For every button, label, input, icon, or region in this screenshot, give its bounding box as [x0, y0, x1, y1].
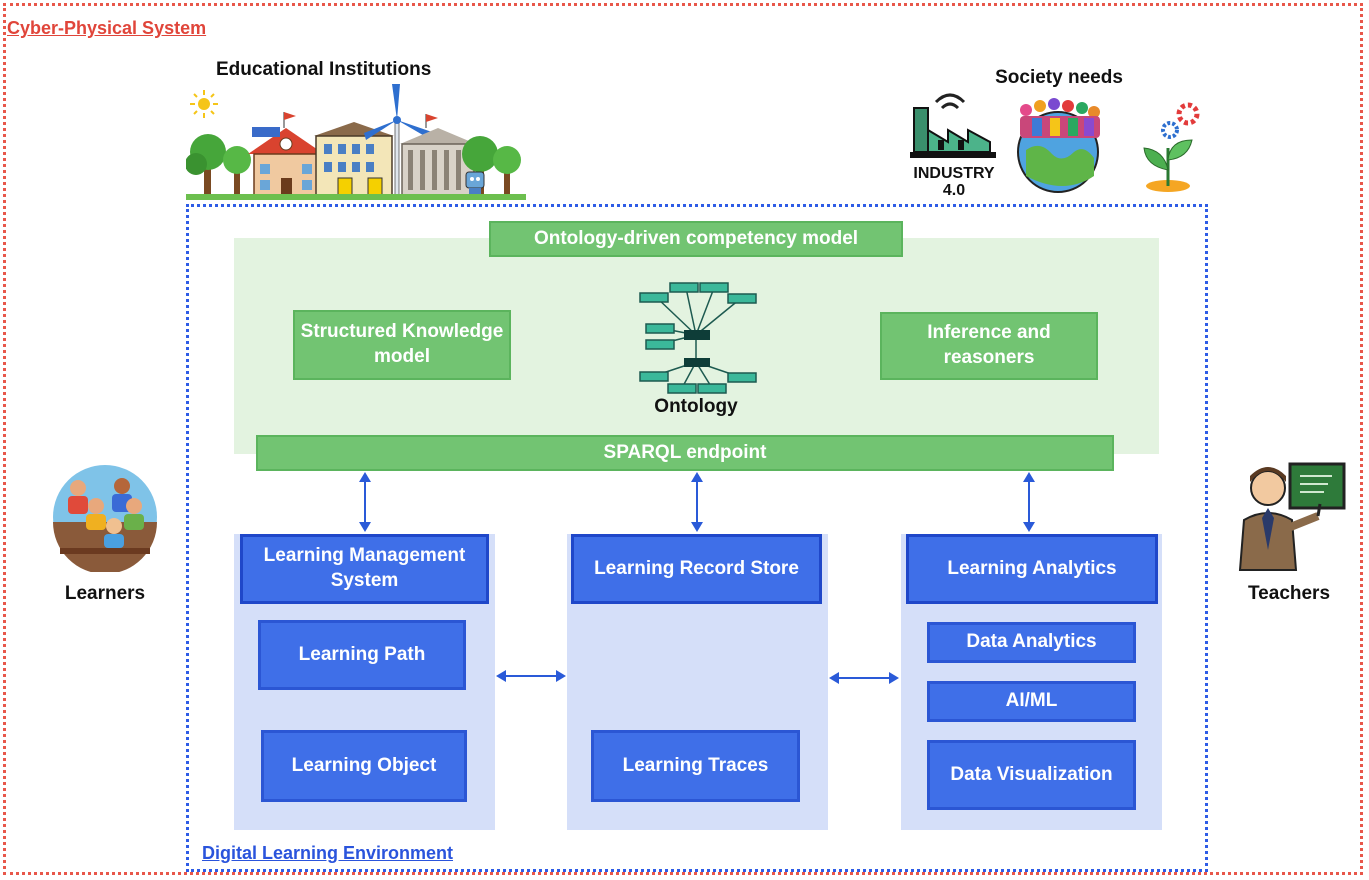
sun-icon	[190, 90, 218, 118]
university-building-icon	[400, 114, 476, 197]
lrs-sparql-arrow	[691, 472, 703, 532]
educational-institutions-illustration	[186, 84, 526, 200]
cyber-physical-system-title: Cyber-Physical System	[7, 18, 207, 38]
globe-people-icon	[1017, 98, 1100, 193]
wind-turbine-icon	[364, 84, 432, 197]
teachers-label: Teachers	[1247, 583, 1331, 604]
school-building-icon	[248, 112, 324, 197]
ontology-label: Ontology	[654, 396, 738, 417]
structured-knowledge-model-box: Structured Knowledge model	[293, 310, 511, 380]
learning-object-box: Learning Object	[261, 730, 467, 802]
tree-icon	[186, 134, 251, 196]
learning-record-store-box: Learning Record Store	[571, 534, 822, 604]
learners-icon	[53, 465, 157, 572]
learning-traces-box: Learning Traces	[591, 730, 800, 802]
lms-lrs-arrow	[496, 670, 566, 682]
industry-4-0-icon	[910, 93, 996, 158]
learning-path-box: Learning Path	[258, 620, 466, 690]
lms-sparql-arrow	[359, 472, 371, 532]
inference-reasoners-box: Inference and reasoners	[880, 312, 1098, 380]
sparql-endpoint-bar: SPARQL endpoint	[256, 435, 1114, 471]
society-needs-illustration: INDUSTRY 4.0	[910, 93, 1200, 199]
educational-institutions-label: Educational Institutions	[216, 59, 432, 80]
data-analytics-box: Data Analytics	[927, 622, 1136, 663]
robot-icon	[465, 171, 485, 196]
lrs-la-arrow	[829, 672, 899, 684]
cyber-physical-system-frame	[3, 3, 1363, 875]
digital-learning-environment-frame	[186, 204, 1208, 872]
society-needs-label: Society needs	[995, 67, 1123, 88]
data-visualization-box: Data Visualization	[927, 740, 1136, 810]
ai-ml-box: AI/ML	[927, 681, 1136, 722]
learners-label: Learners	[64, 583, 146, 604]
plant-gears-icon	[1143, 102, 1200, 192]
ontology-competency-model-header: Ontology-driven competency model	[489, 221, 903, 257]
teacher-icon	[1238, 462, 1346, 571]
learning-management-system-box: Learning Management System	[240, 534, 489, 604]
digital-learning-environment-title: Digital Learning Environment	[202, 843, 454, 863]
college-building-icon	[314, 122, 394, 197]
industry-text: INDUSTRY	[913, 165, 995, 182]
industry-version-text: 4.0	[943, 182, 965, 199]
learning-analytics-box: Learning Analytics	[906, 534, 1158, 604]
la-sparql-arrow	[1023, 472, 1035, 532]
ontology-graph-icon	[639, 282, 757, 394]
